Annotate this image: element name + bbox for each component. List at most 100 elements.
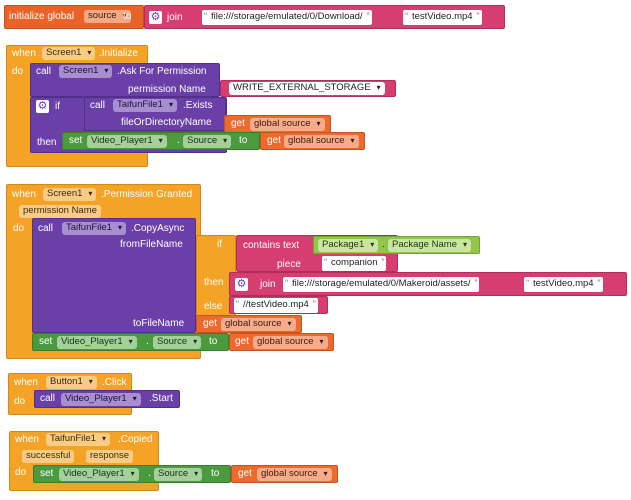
event-component-dropdown[interactable]: Screen1 [42,47,96,60]
cp-event-name: .Copied [118,434,153,445]
ask-method-name: .Ask For Permission [117,66,207,77]
start-method: .Start [149,393,173,404]
set-component-dropdown[interactable]: Video_Player1 [87,135,167,148]
get2-label: get [267,135,281,146]
set-dot: . [177,135,180,146]
to-file-label: toFileName [133,318,185,329]
init-global-label: initialize global [9,11,75,22]
ifexpr-else-label: else [204,301,223,312]
then-join-block[interactable]: ⚙ join file:///storage/emulated/0/Makero… [229,272,627,296]
pg-get2-var-dropdown[interactable]: global source [253,336,328,349]
cp-do-label: do [15,467,27,478]
makeroid-path-string[interactable]: file:///storage/emulated/0/Makeroid/asse… [283,277,480,292]
copy-async-call[interactable]: call TaifunFile1 .CopyAsync fromFileName… [32,218,196,333]
ifexpr-if-label: if [217,239,222,250]
cp-set-dot: . [148,468,151,479]
exists-call[interactable]: call TaifunFile1 .Exists fileOrDirectory… [84,97,226,131]
cp-get-var-dropdown[interactable]: global source [257,468,332,481]
pg-set-source-block[interactable]: set Video_Player1 . Source to [32,333,229,351]
then-video-name-string[interactable]: testVideo.mp4 [524,277,603,292]
get-var-dropdown[interactable]: global source [250,118,325,131]
then-label: then [37,137,57,148]
init-to-label: to [123,11,132,22]
pg-get-var-dropdown[interactable]: global source [221,318,296,331]
copy-method-name: .CopyAsync [131,223,185,234]
video-name-string[interactable]: testVideo.mp4 [403,10,482,25]
ask-component-dropdown[interactable]: Screen1 [59,65,113,78]
event-name: .Initialize [99,48,138,59]
pg-get-label: get [203,318,217,329]
cp-set-property-dropdown[interactable]: Source [154,468,203,481]
when-label: when [12,48,36,59]
pg-do-label: do [13,223,25,234]
piece-label: piece [277,259,301,270]
mutator-gear-icon[interactable]: ⚙ [149,11,162,24]
download-path-string[interactable]: file:///storage/emulated/0/Download/ [202,10,372,25]
package-name-getter[interactable]: Package1 . Package Name [313,236,480,254]
copy-component-dropdown[interactable]: TaifunFile1 [62,222,126,235]
cp-set-to-label: to [211,468,220,479]
successful-param[interactable]: successful [22,450,75,463]
pg-set-get-block[interactable]: get global source [229,333,334,351]
pg-event-name: .Permission Granted [101,189,193,200]
exists-get-block[interactable]: get global source [224,115,331,133]
to-file-get-block[interactable]: get global source [196,315,302,333]
pg-set-component-dropdown[interactable]: Video_Player1 [57,336,137,349]
response-param[interactable]: response [86,450,134,463]
join-label: join [167,12,183,23]
if-label: if [55,101,60,112]
pg-set-label: set [39,336,53,347]
package-dot: . [382,239,385,250]
do-label: do [12,66,24,77]
bc-do-label: do [14,396,26,407]
cp-set-get-block[interactable]: get global source [231,465,338,483]
permission-value-block[interactable]: WRITE_EXTERNAL_STORAGE [220,80,396,97]
pg-get2-label: get [235,336,249,347]
start-call[interactable]: call Video_Player1 .Start [34,390,180,408]
pg-set-dot: . [146,336,149,347]
global-init-block[interactable]: initialize global source to [4,5,144,29]
cp-set-source-block[interactable]: set Video_Player1 . Source to [33,465,231,483]
cp-when-label: when [15,434,39,445]
package-component-dropdown[interactable]: Package1 [318,239,379,252]
global-join-block[interactable]: ⚙ join file:///storage/emulated/0/Downlo… [144,5,505,29]
exists-method: .Exists [183,100,213,111]
set-property-dropdown[interactable]: Source [183,135,232,148]
from-file-label: fromFileName [120,239,183,250]
permission-value-dropdown[interactable]: WRITE_EXTERNAL_STORAGE [229,82,385,95]
pg-when-label: when [12,189,36,200]
set-to-label: to [239,135,248,146]
cp-set-label: set [40,468,54,479]
contains-label: contains text [243,240,300,251]
pg-component-dropdown[interactable]: Screen1 [43,188,97,201]
set-label: set [69,135,83,146]
then-join-label: join [260,279,276,290]
copy-call-label: call [38,223,54,234]
permission-name-label: permission Name [128,84,206,95]
start-component-dropdown[interactable]: Video_Player1 [61,393,141,406]
package-property-dropdown[interactable]: Package Name [388,239,471,252]
ask-permission-call[interactable]: call Screen1 .Ask For Permission permiss… [30,63,220,97]
get2-var-dropdown[interactable]: global source [284,135,359,148]
bc-event-name: .Click [102,377,127,388]
exists-call-label: call [90,100,106,111]
file-or-dir-label: fileOrDirectoryName [121,117,212,128]
global-var-name[interactable]: source [84,10,131,23]
set-source-block[interactable]: set Video_Player1 . Source to [62,132,260,150]
bc-component-dropdown[interactable]: Button1 [46,376,97,389]
if-gear-icon[interactable]: ⚙ [36,100,49,113]
else-path-string[interactable]: //testVideo.mp4 [234,298,318,313]
companion-string[interactable]: companion [322,256,387,271]
cp-set-component-dropdown[interactable]: Video_Player1 [59,468,139,481]
bc-when-label: when [14,377,38,388]
exists-component-dropdown[interactable]: TaifunFile1 [113,99,177,112]
get-label: get [231,118,245,129]
join-gear-icon[interactable]: ⚙ [235,278,248,291]
set-get-block[interactable]: get global source [260,132,365,150]
permission-name-param[interactable]: permission Name [19,205,101,218]
ifexpr-then-label: then [204,277,224,288]
pg-set-to-label: to [209,336,218,347]
cp-component-dropdown[interactable]: TaifunFile1 [46,433,110,446]
else-text-block[interactable]: //testVideo.mp4 [229,296,328,314]
pg-set-property-dropdown[interactable]: Source [153,336,202,349]
